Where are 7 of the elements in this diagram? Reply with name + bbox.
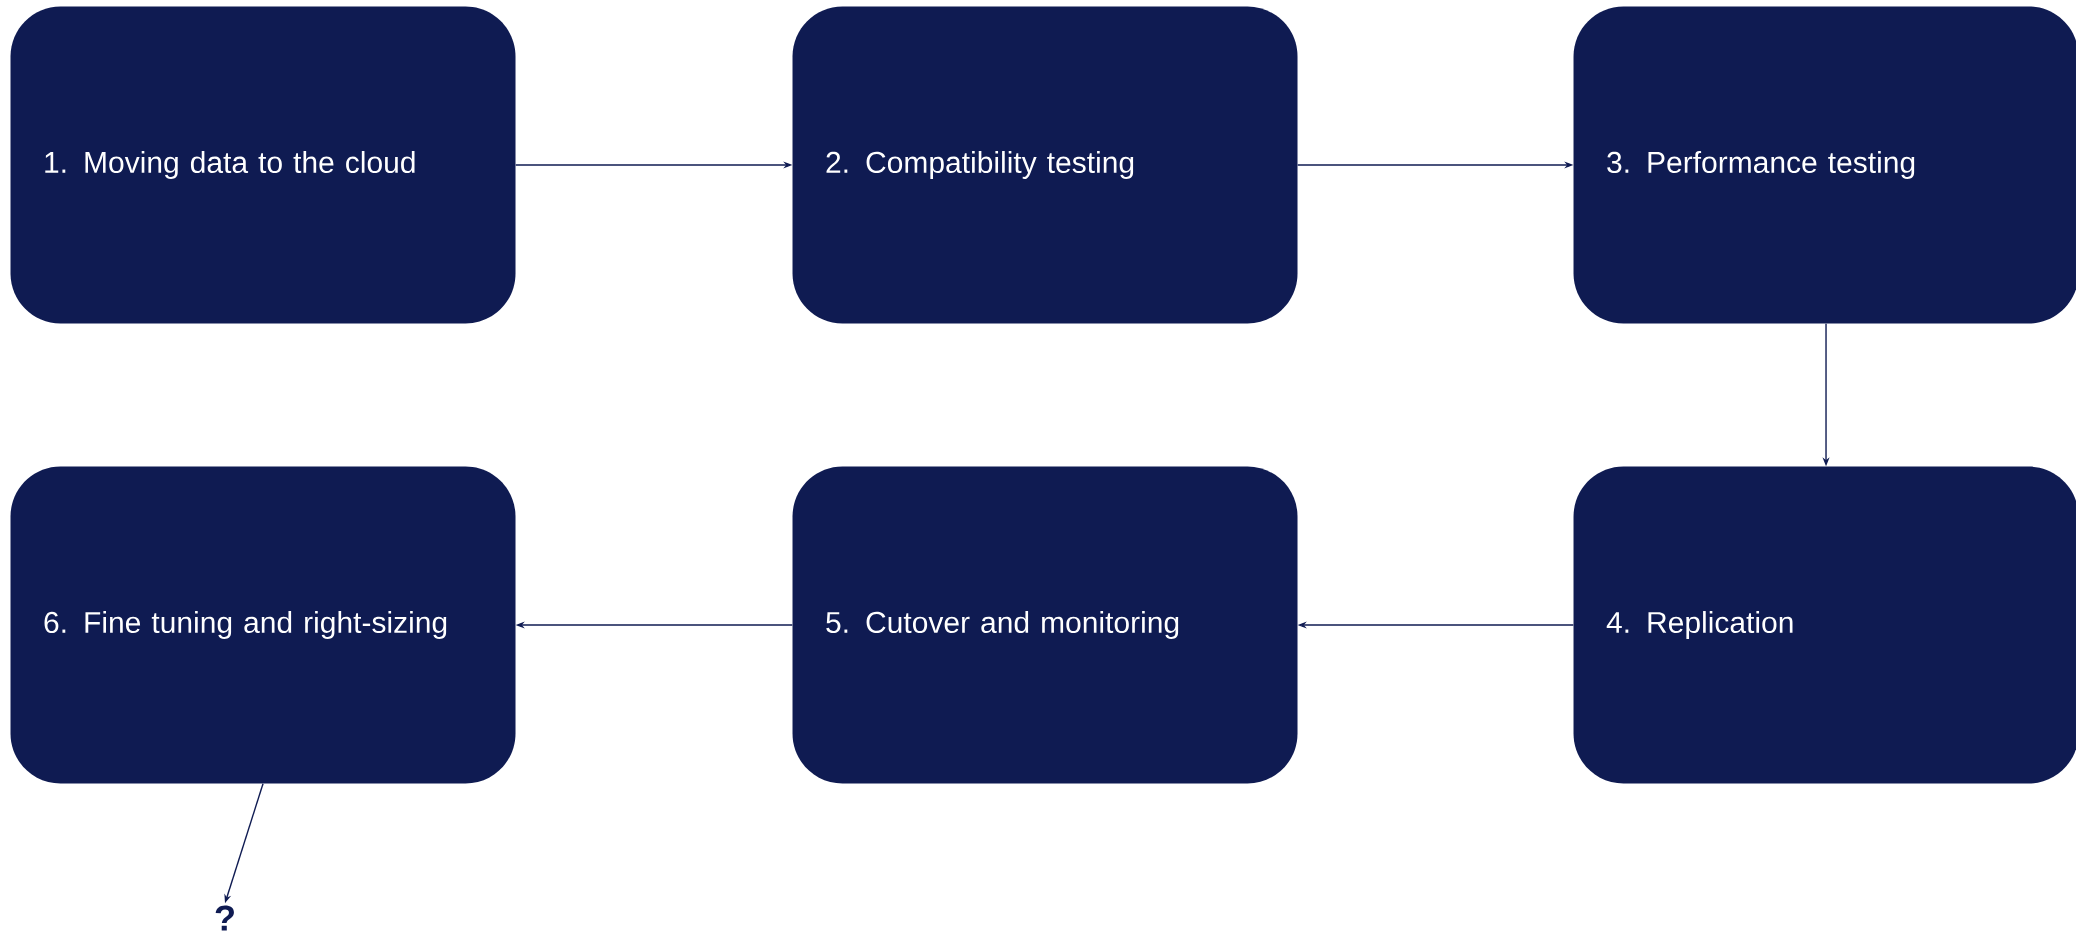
process-box: 4. Replication [1573,466,2076,784]
process-box: 6. Fine tuning and right-sizing [10,466,516,784]
process-box: 2. Compatibility testing [792,6,1298,324]
process-box: 1. Moving data to the cloud [10,6,516,324]
process-box: 3. Performance testing [1573,6,2076,324]
question-mark: ? [215,905,234,931]
process-box: 5. Cutover and monitoring [792,466,1298,784]
